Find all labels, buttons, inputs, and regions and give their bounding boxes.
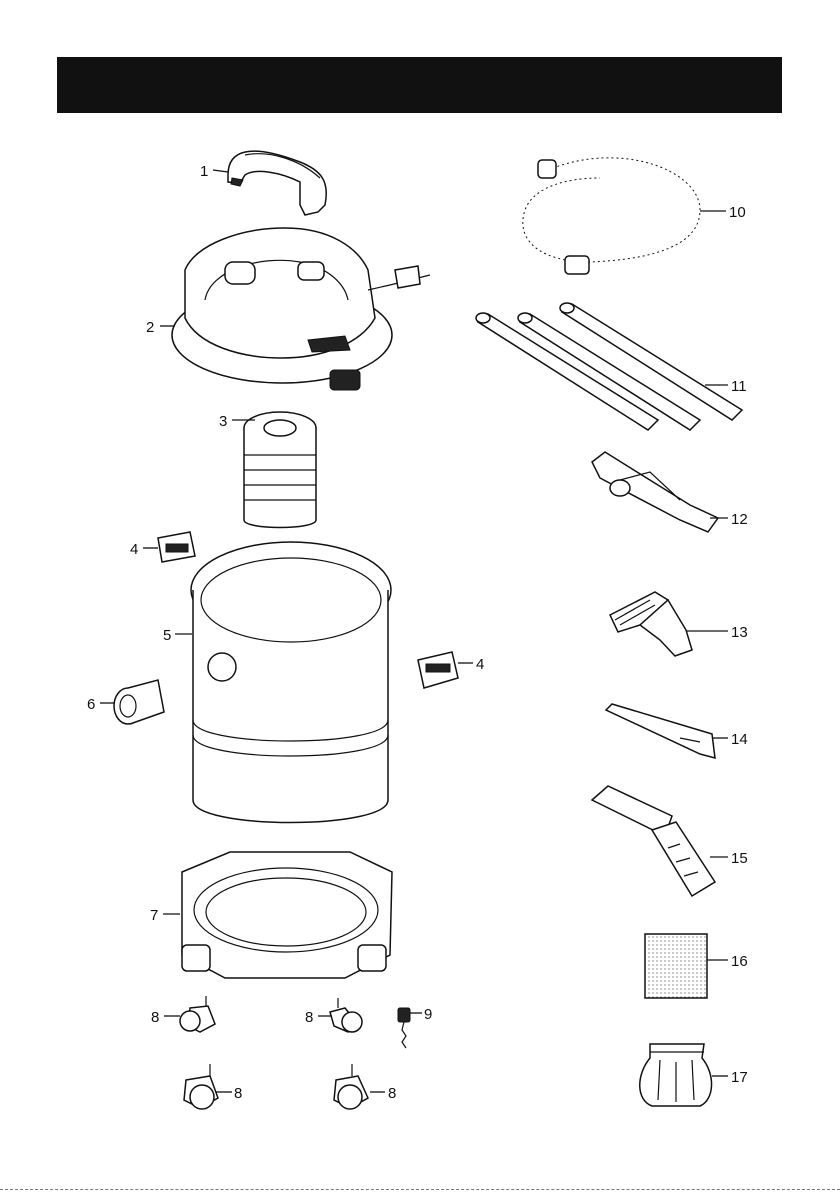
callout-10: 10 <box>729 204 746 221</box>
bottom-rule <box>0 1189 840 1190</box>
callout-12: 12 <box>731 511 748 528</box>
callout-1: 1 <box>200 163 208 180</box>
dust-bag-illustration <box>640 1044 712 1106</box>
callout-7: 7 <box>150 907 158 924</box>
callout-8a: 8 <box>151 1009 159 1026</box>
filter-illustration <box>244 412 316 528</box>
callout-17: 17 <box>731 1069 748 1086</box>
extension-wands-illustration <box>476 303 742 430</box>
wet-nozzle-illustration <box>592 786 715 896</box>
utility-nozzle-illustration <box>610 592 692 656</box>
caster-3-illustration <box>184 1064 218 1109</box>
foam-sleeve-illustration <box>645 934 707 998</box>
callout-13: 13 <box>731 624 748 641</box>
latch-left-illustration <box>158 532 195 562</box>
callout-4b: 4 <box>476 656 484 673</box>
callout-5: 5 <box>163 627 171 644</box>
callout-14: 14 <box>731 731 748 748</box>
latch-right-illustration <box>418 652 458 688</box>
hose-illustration <box>523 158 700 274</box>
callout-9: 9 <box>424 1006 432 1023</box>
callout-4a: 4 <box>130 541 138 558</box>
hose-adapter-illustration <box>114 680 164 724</box>
callout-3: 3 <box>219 413 227 430</box>
powerhead-illustration <box>172 228 430 390</box>
callout-11: 11 <box>731 378 747 395</box>
tank-illustration <box>191 542 391 823</box>
callout-16: 16 <box>731 953 748 970</box>
callout-8d: 8 <box>388 1085 396 1102</box>
callout-8b: 8 <box>305 1009 313 1026</box>
callout-6: 6 <box>87 696 95 713</box>
callout-15: 15 <box>731 850 748 867</box>
callout-2: 2 <box>146 319 154 336</box>
caster-4-illustration <box>334 1064 368 1109</box>
caster-1-illustration <box>180 996 215 1032</box>
crevice-tool-illustration <box>606 704 715 758</box>
floor-nozzle-illustration <box>592 452 718 532</box>
handle-illustration <box>228 151 326 215</box>
leader-1 <box>213 170 228 172</box>
drain-plug-illustration <box>398 1008 410 1048</box>
caster-base-illustration <box>182 852 392 978</box>
callout-8c: 8 <box>234 1085 242 1102</box>
caster-2-illustration <box>330 998 362 1032</box>
